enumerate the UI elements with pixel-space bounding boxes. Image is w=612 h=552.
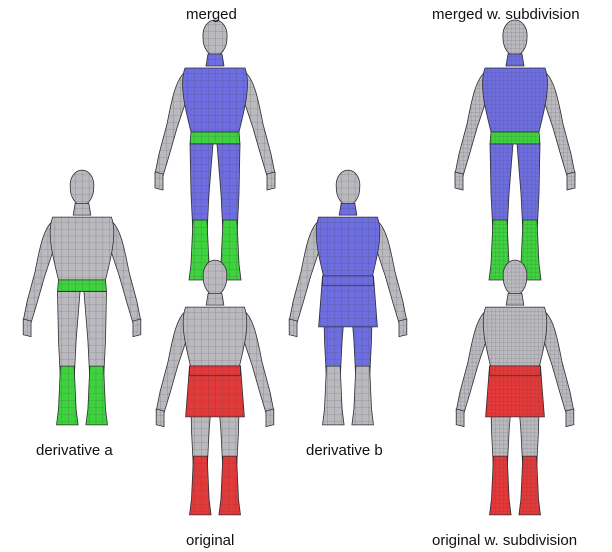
mesh-figure-merged-subdiv (455, 20, 575, 280)
right-hand-wireframe (267, 172, 275, 190)
left-arm-wireframe (155, 72, 185, 176)
skirt-band-wireframe (323, 276, 374, 286)
mesh-figure-derivative-a (23, 170, 141, 425)
left-arm-wireframe (156, 311, 185, 413)
mesh-figure-original-subdiv (456, 260, 574, 515)
mesh-figure-original (156, 260, 274, 515)
caption-derivative-b: derivative b (306, 442, 383, 459)
left-arm-wireframe (289, 221, 318, 323)
torso-wireframe (183, 68, 248, 132)
neck-wireframe (339, 203, 357, 215)
skirt-band-wireframe (190, 366, 241, 376)
right-arm-wireframe (377, 221, 406, 323)
left-hand-wireframe (456, 409, 464, 427)
belt-wireframe (190, 132, 240, 144)
right-hand-wireframe (133, 319, 141, 337)
left-hand-wireframe (455, 172, 463, 190)
mesh-figure-merged (155, 20, 275, 280)
caption-original-subdivision: original w. subdivision (432, 532, 577, 549)
torso-wireframe (183, 307, 247, 370)
caption-original: original (186, 532, 234, 549)
torso-wireframe (483, 307, 547, 370)
right-arm-wireframe (111, 221, 140, 323)
belt-wireframe (58, 280, 107, 292)
right-hand-wireframe (566, 409, 574, 427)
left-arm-wireframe (23, 221, 52, 323)
left-hand-wireframe (289, 319, 297, 337)
right-hand-wireframe (567, 172, 575, 190)
right-hand-wireframe (266, 409, 274, 427)
neck-wireframe (206, 54, 224, 66)
left-arm-wireframe (456, 311, 485, 413)
torso-wireframe (316, 217, 380, 280)
left-hand-wireframe (155, 172, 163, 190)
right-arm-wireframe (545, 72, 575, 176)
caption-derivative-a: derivative a (36, 442, 113, 459)
torso-wireframe (483, 68, 548, 132)
neck-wireframe (206, 293, 224, 305)
neck-wireframe (506, 293, 524, 305)
caption-merged-subdivision: merged w. subdivision (432, 6, 580, 23)
skirt-band-wireframe (490, 366, 541, 376)
right-arm-wireframe (544, 311, 573, 413)
right-arm-wireframe (245, 72, 275, 176)
belt-wireframe (490, 132, 540, 144)
caption-merged: merged (186, 6, 237, 23)
torso-wireframe (50, 217, 114, 280)
neck-wireframe (506, 54, 524, 66)
mesh-figure-derivative-b (289, 170, 407, 425)
right-hand-wireframe (399, 319, 407, 337)
left-arm-wireframe (455, 72, 485, 176)
left-hand-wireframe (23, 319, 31, 337)
left-hand-wireframe (156, 409, 164, 427)
neck-wireframe (73, 203, 91, 215)
right-arm-wireframe (244, 311, 273, 413)
